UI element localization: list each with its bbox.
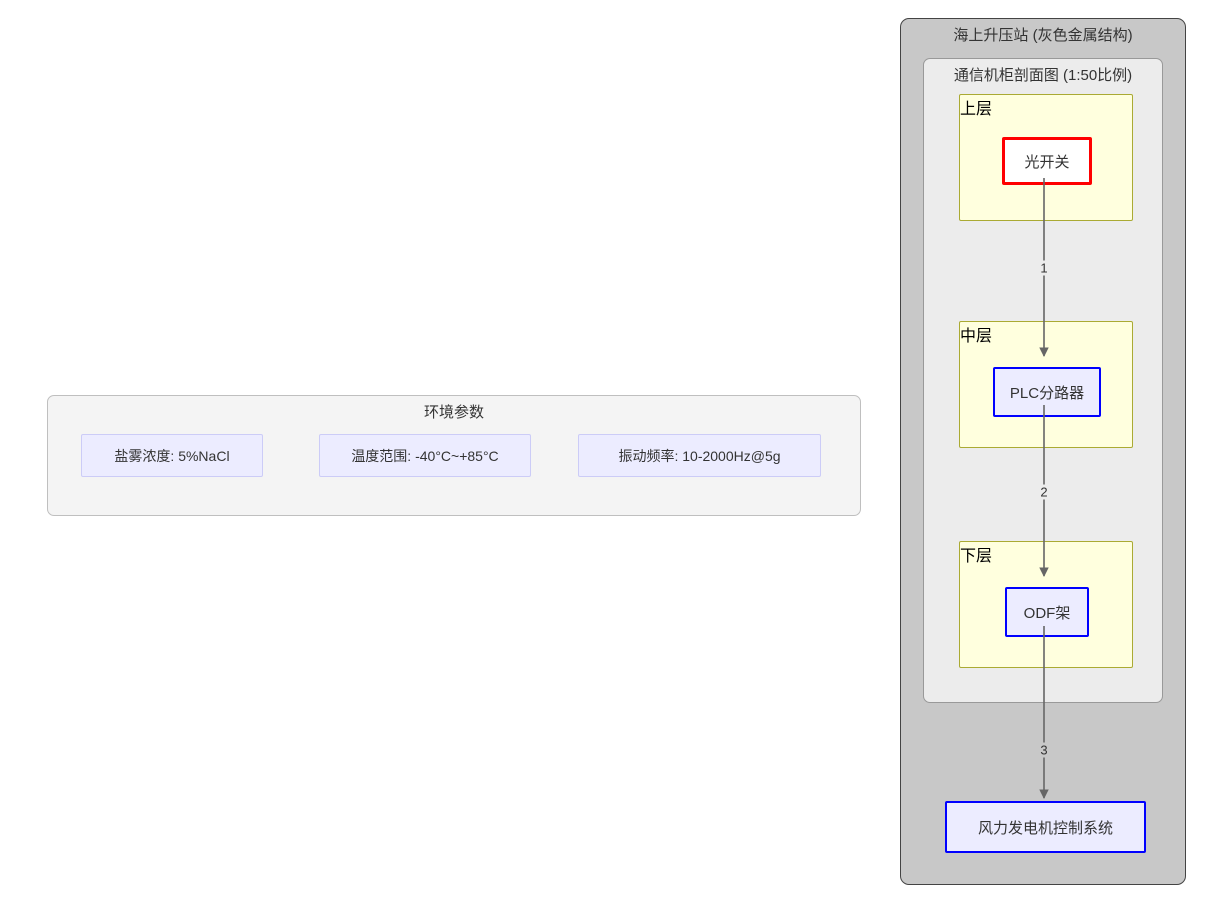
edge-label-2: 2 [1038, 484, 1050, 500]
communication-cabinet-title: 通信机柜剖面图 (1:50比例) [953, 67, 1133, 84]
env-param-salt-spray[interactable]: 盐雾浓度: 5%NaCl [81, 434, 263, 477]
node-plc-splitter-label: PLC分路器 [1009, 384, 1085, 402]
cabinet-layer-lower: 下层 ODF架 [959, 541, 1133, 668]
node-wind-turbine-control-system-label: 风力发电机控制系统 [977, 819, 1113, 837]
node-odf-rack-label: ODF架 [1023, 604, 1071, 622]
env-param-vibration-frequency[interactable]: 振动频率: 10-2000Hz@5g [578, 434, 821, 477]
env-param-salt-spray-label: 盐雾浓度: 5%NaCl [114, 447, 230, 464]
edge-label-3: 3 [1038, 742, 1050, 758]
offshore-substation-subgraph: 海上升压站 (灰色金属结构) 通信机柜剖面图 (1:50比例) 上层 光开关 中… [900, 18, 1186, 885]
node-optical-switch[interactable]: 光开关 [1002, 137, 1092, 185]
node-optical-switch-label: 光开关 [1024, 153, 1070, 171]
node-plc-splitter[interactable]: PLC分路器 [993, 367, 1101, 417]
cabinet-layer-middle-title: 中层 [960, 328, 993, 345]
env-param-temperature-range[interactable]: 温度范围: -40°C~+85°C [319, 434, 531, 477]
env-param-temperature-range-label: 温度范围: -40°C~+85°C [351, 447, 499, 464]
environment-parameters-title: 环境参数 [423, 404, 484, 421]
cabinet-layer-upper: 上层 光开关 [959, 94, 1133, 221]
communication-cabinet-subgraph: 通信机柜剖面图 (1:50比例) 上层 光开关 中层 PLC分路器 下层 ODF… [923, 58, 1163, 703]
env-param-vibration-frequency-label: 振动频率: 10-2000Hz@5g [618, 447, 781, 464]
cabinet-layer-lower-title: 下层 [960, 548, 993, 565]
node-wind-turbine-control-system[interactable]: 风力发电机控制系统 [945, 801, 1146, 853]
offshore-substation-title: 海上升压站 (灰色金属结构) [953, 27, 1133, 44]
environment-parameters-subgraph: 环境参数 盐雾浓度: 5%NaCl 温度范围: -40°C~+85°C 振动频率… [47, 395, 861, 516]
cabinet-layer-middle: 中层 PLC分路器 [959, 321, 1133, 448]
node-odf-rack[interactable]: ODF架 [1005, 587, 1089, 637]
edge-label-1: 1 [1038, 260, 1050, 276]
cabinet-layer-upper-title: 上层 [960, 101, 993, 118]
